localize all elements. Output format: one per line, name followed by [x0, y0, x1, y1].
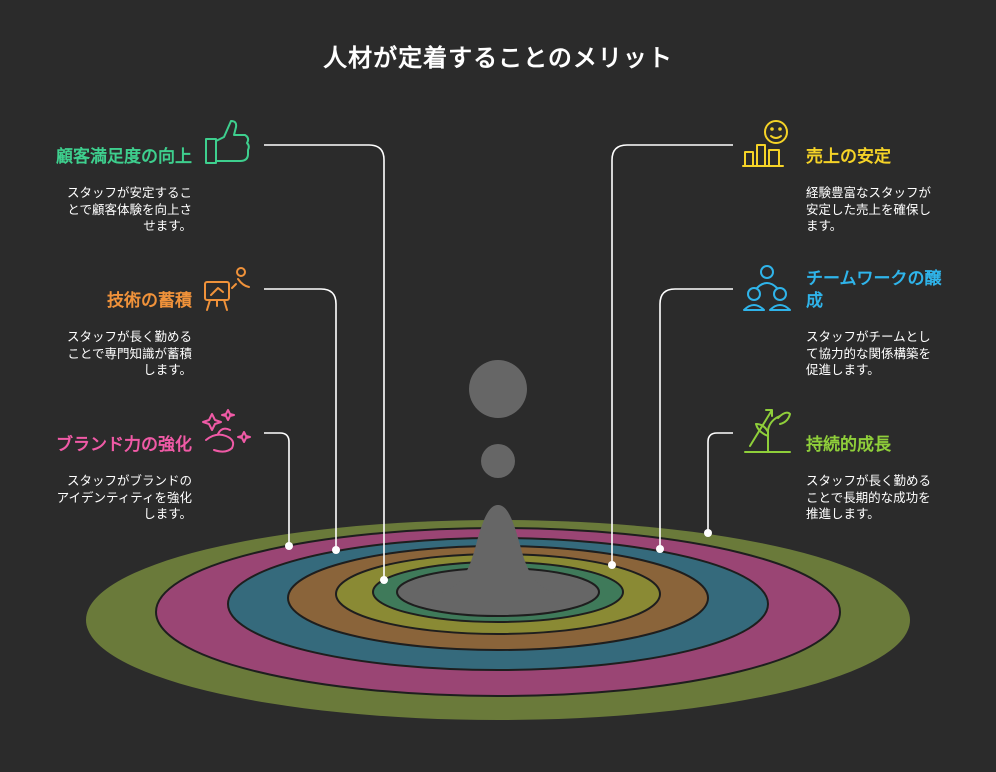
connector-line-2: [264, 288, 337, 550]
sparkle-hand-icon: [202, 409, 251, 453]
connector-line-4: [611, 144, 733, 565]
connector-dot-5: [656, 545, 664, 553]
connector-dot-3: [285, 542, 293, 550]
desc-skill-accumulation: スタッフが長く勤める ことで専門知識が蓄積 します。: [66, 329, 192, 377]
heading-teamwork: チームワークの醸 成: [806, 269, 942, 311]
connector-line-6: [707, 432, 733, 533]
heading-stable-sales: 売上の安定: [806, 147, 891, 167]
connector-line-1: [264, 144, 385, 580]
heading-skill-accumulation: 技術の蓄積: [107, 291, 192, 311]
desc-stable-sales: 経験豊富なスタッフが 安定した売上を確保し ます。: [806, 185, 932, 233]
droplet-small: [481, 444, 515, 478]
connector-dot-1: [380, 576, 388, 584]
connector-line-5: [659, 288, 733, 549]
connector-line-3: [264, 432, 290, 546]
smiley-growth-icon: [742, 120, 788, 167]
plant-growth-icon: [744, 409, 791, 453]
heading-sustainable-growth: 持続的成長: [806, 435, 891, 455]
splash-peak: [430, 505, 566, 601]
heading-brand-strength: ブランド力の強化: [56, 435, 192, 455]
easel-presentation-icon: [204, 267, 250, 311]
desc-customer-satisfaction: スタッフが安定するこ とで顧客体験を向上さ せます。: [66, 185, 192, 233]
connector-dot-6: [704, 529, 712, 537]
thumbs-up-icon: [205, 120, 250, 164]
desc-brand-strength: スタッフがブランドの アイデンティティを強化 します。: [56, 473, 192, 521]
connector-dot-2: [332, 546, 340, 554]
desc-sustainable-growth: スタッフが長く勤める ことで長期的な成功を 推進します。: [806, 473, 932, 521]
heading-customer-satisfaction: 顧客満足度の向上: [56, 147, 192, 167]
connector-dot-4: [608, 561, 616, 569]
team-people-icon: [743, 265, 791, 311]
page-title: 人材が定着することのメリット: [323, 44, 673, 72]
desc-teamwork: スタッフがチームとし て協力的な関係構築を 促進します。: [806, 329, 932, 377]
droplet-large: [469, 360, 527, 418]
